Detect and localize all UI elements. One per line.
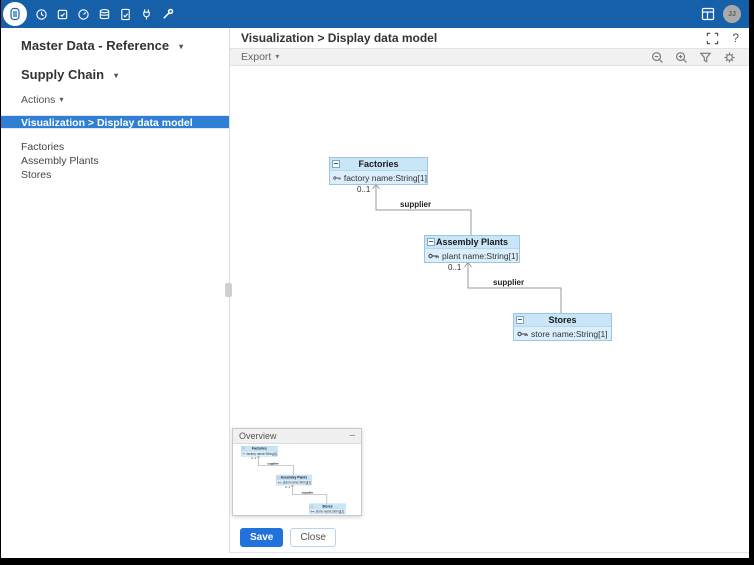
app-window: JJ Master Data - Reference ▾ Supply Chain… — [1, 0, 749, 558]
sidebar-item-assembly-plants[interactable]: Assembly Plants — [21, 155, 99, 167]
filter-icon[interactable] — [699, 51, 712, 64]
relation-label: supplier — [493, 278, 525, 287]
overview-panel[interactable]: Overview – Factorie — [232, 428, 362, 516]
primary-key-icon — [333, 175, 341, 180]
mini-entity-stores: Stores store name:String[1] — [309, 503, 346, 515]
overview-body[interactable]: Factories factory name:String[1] Assembl… — [233, 444, 361, 515]
integration-icon[interactable] — [139, 7, 153, 21]
model-selector[interactable]: Supply Chain ▾ — [1, 53, 229, 82]
footer-buttons: Save Close — [240, 528, 336, 547]
attribute-label: factory name:String[1] — [343, 172, 427, 183]
chevron-down-icon: ▾ — [114, 71, 119, 80]
model-selector-label: Supply Chain — [21, 67, 105, 82]
chevron-down-icon: ▾ — [59, 95, 64, 104]
mini-entity-assembly-plants: Assembly Plants plant name:String[1] — [276, 474, 312, 486]
collapse-icon[interactable] — [332, 160, 340, 168]
overview-title: Overview — [239, 431, 277, 441]
history-icon[interactable] — [34, 7, 48, 21]
entity-attribute[interactable]: factory name:String[1] — [330, 171, 427, 184]
entity-title: Assembly Plants — [435, 237, 509, 247]
chevron-down-icon: ▾ — [275, 52, 280, 61]
fullscreen-icon[interactable] — [706, 32, 719, 45]
sidebar: Master Data - Reference ▾ Supply Chain ▾ A… — [1, 28, 229, 553]
avatar[interactable]: JJ — [723, 5, 741, 23]
sidebar-item-visualization[interactable]: Visualization > Display data model — [1, 115, 229, 129]
apps-grid-icon[interactable] — [701, 7, 715, 21]
app-data-icon[interactable] — [3, 2, 27, 26]
entity-title: Factories — [358, 159, 399, 169]
main-header: Visualization > Display data model ? — [230, 28, 749, 48]
export-menu[interactable]: Export▾ — [241, 51, 651, 63]
actions-menu[interactable]: Actions▾ — [1, 82, 229, 106]
sidebar-splitter-handle[interactable] — [225, 283, 232, 297]
entity-assembly-plants[interactable]: Assembly Plants plant name:String[1] — [424, 235, 520, 263]
dataset-selector[interactable]: Master Data - Reference ▾ — [1, 28, 229, 53]
settings-icon[interactable] — [723, 51, 736, 64]
relation-multiplicity: 0..1 — [357, 185, 371, 194]
minimize-icon[interactable]: – — [349, 430, 355, 441]
sidebar-nav: Factories Assembly Plants Stores — [1, 140, 229, 182]
attribute-label: store name:String[1] — [531, 328, 608, 339]
data-model-diagram: Factories factory name:String[1] Assembl… — [329, 157, 619, 347]
administration-icon[interactable] — [160, 7, 174, 21]
save-button[interactable]: Save — [240, 528, 284, 547]
tasks-icon[interactable] — [55, 7, 69, 21]
entity-title: Stores — [548, 315, 577, 325]
overview-header: Overview – — [233, 429, 361, 444]
dataset-selector-label: Master Data - Reference — [21, 38, 170, 53]
data-models-icon[interactable] — [97, 7, 111, 21]
chevron-down-icon: ▾ — [179, 42, 184, 51]
top-app-bar: JJ — [1, 0, 749, 28]
entity-stores[interactable]: Stores store name:String[1] — [513, 313, 612, 341]
dashboard-icon[interactable] — [76, 7, 90, 21]
data-icon — [10, 7, 20, 21]
relation-multiplicity: 0..1 — [448, 263, 462, 272]
sidebar-item-factories[interactable]: Factories — [21, 141, 65, 153]
export-menu-label: Export — [241, 51, 272, 63]
relation-label: supplier — [400, 200, 432, 209]
primary-key-icon — [517, 331, 528, 336]
entity-factories[interactable]: Factories factory name:String[1] — [329, 157, 428, 185]
collapse-icon[interactable] — [516, 316, 524, 324]
page-title: Visualization > Display data model — [241, 31, 438, 45]
actions-menu-label: Actions — [21, 94, 56, 106]
entity-attribute[interactable]: store name:String[1] — [514, 327, 611, 340]
close-button[interactable]: Close — [290, 528, 336, 547]
sidebar-item-stores[interactable]: Stores — [21, 169, 52, 181]
primary-key-icon — [428, 253, 439, 258]
diagram-canvas[interactable]: Factories factory name:String[1] Assembl… — [230, 66, 749, 553]
workflow-icon[interactable] — [118, 7, 132, 21]
zoom-out-icon[interactable] — [651, 51, 664, 64]
attribute-label: plant name:String[1] — [442, 250, 519, 261]
main-panel: Visualization > Display data model ? Exp… — [230, 28, 749, 558]
overview-minimap: Factories factory name:String[1] Assembl… — [241, 446, 348, 515]
mini-entity-factories: Factories factory name:String[1] — [241, 446, 278, 457]
collapse-icon[interactable] — [427, 238, 435, 246]
zoom-in-icon[interactable] — [675, 51, 688, 64]
avatar-initials: JJ — [728, 10, 736, 18]
diagram-toolbar: Export▾ — [230, 48, 749, 66]
help-icon[interactable]: ? — [732, 31, 739, 45]
entity-attribute[interactable]: plant name:String[1] — [425, 249, 519, 262]
